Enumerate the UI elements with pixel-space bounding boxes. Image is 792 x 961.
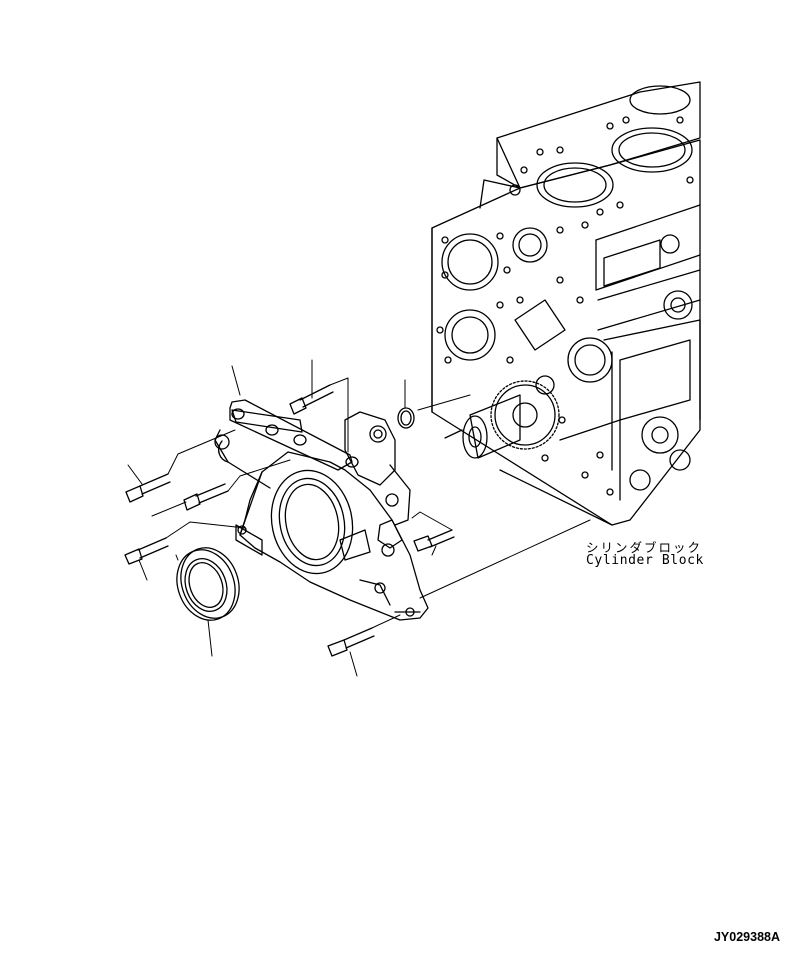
- bolt-upper-left: [126, 474, 170, 502]
- o-ring: [398, 408, 414, 428]
- front-oil-seal: [167, 540, 248, 629]
- cylinder-block-label-en: Cylinder Block: [586, 553, 704, 568]
- front-face-holes: [437, 222, 613, 495]
- bolt-lower-left: [125, 538, 168, 564]
- cylinder-block: [432, 82, 700, 525]
- bolt-middle-left: [184, 484, 228, 510]
- bolt-bottom: [328, 628, 374, 656]
- timing-gear: [491, 381, 559, 449]
- leader-lines: [128, 360, 590, 676]
- figure-id: JY029388A: [713, 930, 780, 944]
- front-cover: [215, 400, 428, 620]
- deck-bolt-holes: [510, 117, 693, 215]
- cylinder-block-label-jp: シリンダブロック: [586, 540, 703, 555]
- bolt-right: [414, 530, 454, 551]
- bolt-top: [290, 385, 333, 414]
